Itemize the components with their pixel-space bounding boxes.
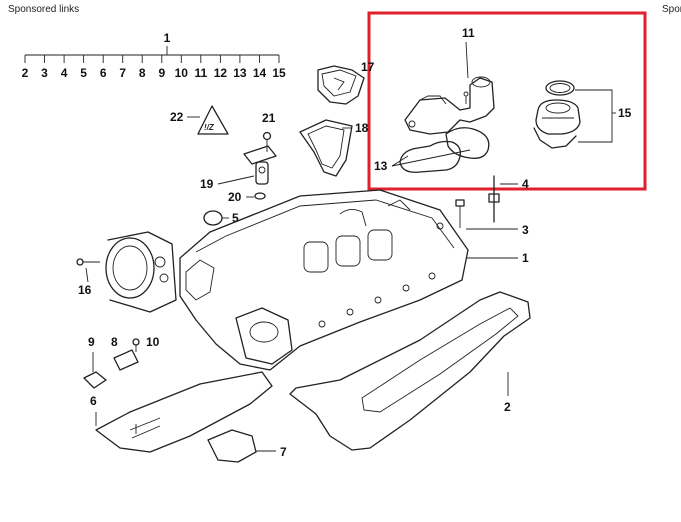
index-number: 12 xyxy=(214,66,228,80)
index-number: 15 xyxy=(272,66,286,80)
index-number: 14 xyxy=(253,66,267,80)
part-camshaft-sensor xyxy=(243,145,277,185)
callout-10: 10 xyxy=(146,335,160,349)
index-ticks xyxy=(24,55,280,63)
part-clip-9 xyxy=(83,371,107,389)
index-number: 5 xyxy=(80,66,87,80)
index-number: 13 xyxy=(233,66,247,80)
svg-text:!/Z: !/Z xyxy=(204,123,215,132)
part-plug-5 xyxy=(203,210,223,226)
index-number: 2 xyxy=(22,66,29,80)
part-oil-separator xyxy=(404,76,495,135)
part-cylinder-head-cover xyxy=(179,189,469,371)
callout-8: 8 xyxy=(111,335,118,349)
part-o-ring-20 xyxy=(254,192,266,200)
part-oil-filler-cap xyxy=(317,65,365,105)
callout-22: 22 xyxy=(170,110,184,124)
index-number: 9 xyxy=(158,66,165,80)
callout-6: 6 xyxy=(90,394,97,408)
highlight-box xyxy=(367,11,647,191)
index-number: 3 xyxy=(41,66,48,80)
sponsored-links-label-cut: Spon xyxy=(662,4,681,15)
part-pressure-valve xyxy=(533,80,581,149)
part-bracket-8 xyxy=(113,349,139,371)
callout-3: 3 xyxy=(522,223,529,237)
part-bolt-21 xyxy=(262,131,272,152)
callout-5: 5 xyxy=(232,211,239,225)
part-cover-7 xyxy=(207,429,257,463)
callout-19: 19 xyxy=(200,177,214,191)
index-number: 4 xyxy=(61,66,68,80)
part-gasket-13 xyxy=(399,140,461,173)
index-number: 11 xyxy=(194,66,207,80)
callout-21: 21 xyxy=(262,111,276,125)
callout-top-1: 1 xyxy=(164,31,171,45)
callout-1: 1 xyxy=(522,251,529,265)
sponsored-links-label: Sponsored links xyxy=(8,4,80,15)
part-bolt-16 xyxy=(76,258,100,266)
part-gasket-13b xyxy=(445,127,490,159)
part-head-cover-gasket xyxy=(289,291,531,451)
index-number: 8 xyxy=(139,66,146,80)
part-warning-label xyxy=(197,105,229,135)
index-number: 10 xyxy=(175,66,189,80)
callout-4: 4 xyxy=(522,177,529,191)
index-number: 7 xyxy=(119,66,126,80)
part-bolt-3 xyxy=(455,199,465,228)
part-cap-gasket xyxy=(299,119,353,177)
index-number: 6 xyxy=(100,66,107,80)
part-stud-4 xyxy=(488,175,500,223)
callout-17: 17 xyxy=(361,60,375,74)
callout-18: 18 xyxy=(355,121,369,135)
callout-15: 15 xyxy=(618,106,632,120)
part-heat-shield xyxy=(95,371,273,453)
callout-11: 11 xyxy=(462,26,475,40)
callout-13: 13 xyxy=(374,159,388,173)
callout-16: 16 xyxy=(78,283,92,297)
callout-2: 2 xyxy=(504,400,511,414)
callout-20: 20 xyxy=(228,190,242,204)
callout-7: 7 xyxy=(280,445,287,459)
callout-9: 9 xyxy=(88,335,95,349)
part-throttle-body xyxy=(105,231,177,313)
part-screw-10 xyxy=(132,338,140,352)
